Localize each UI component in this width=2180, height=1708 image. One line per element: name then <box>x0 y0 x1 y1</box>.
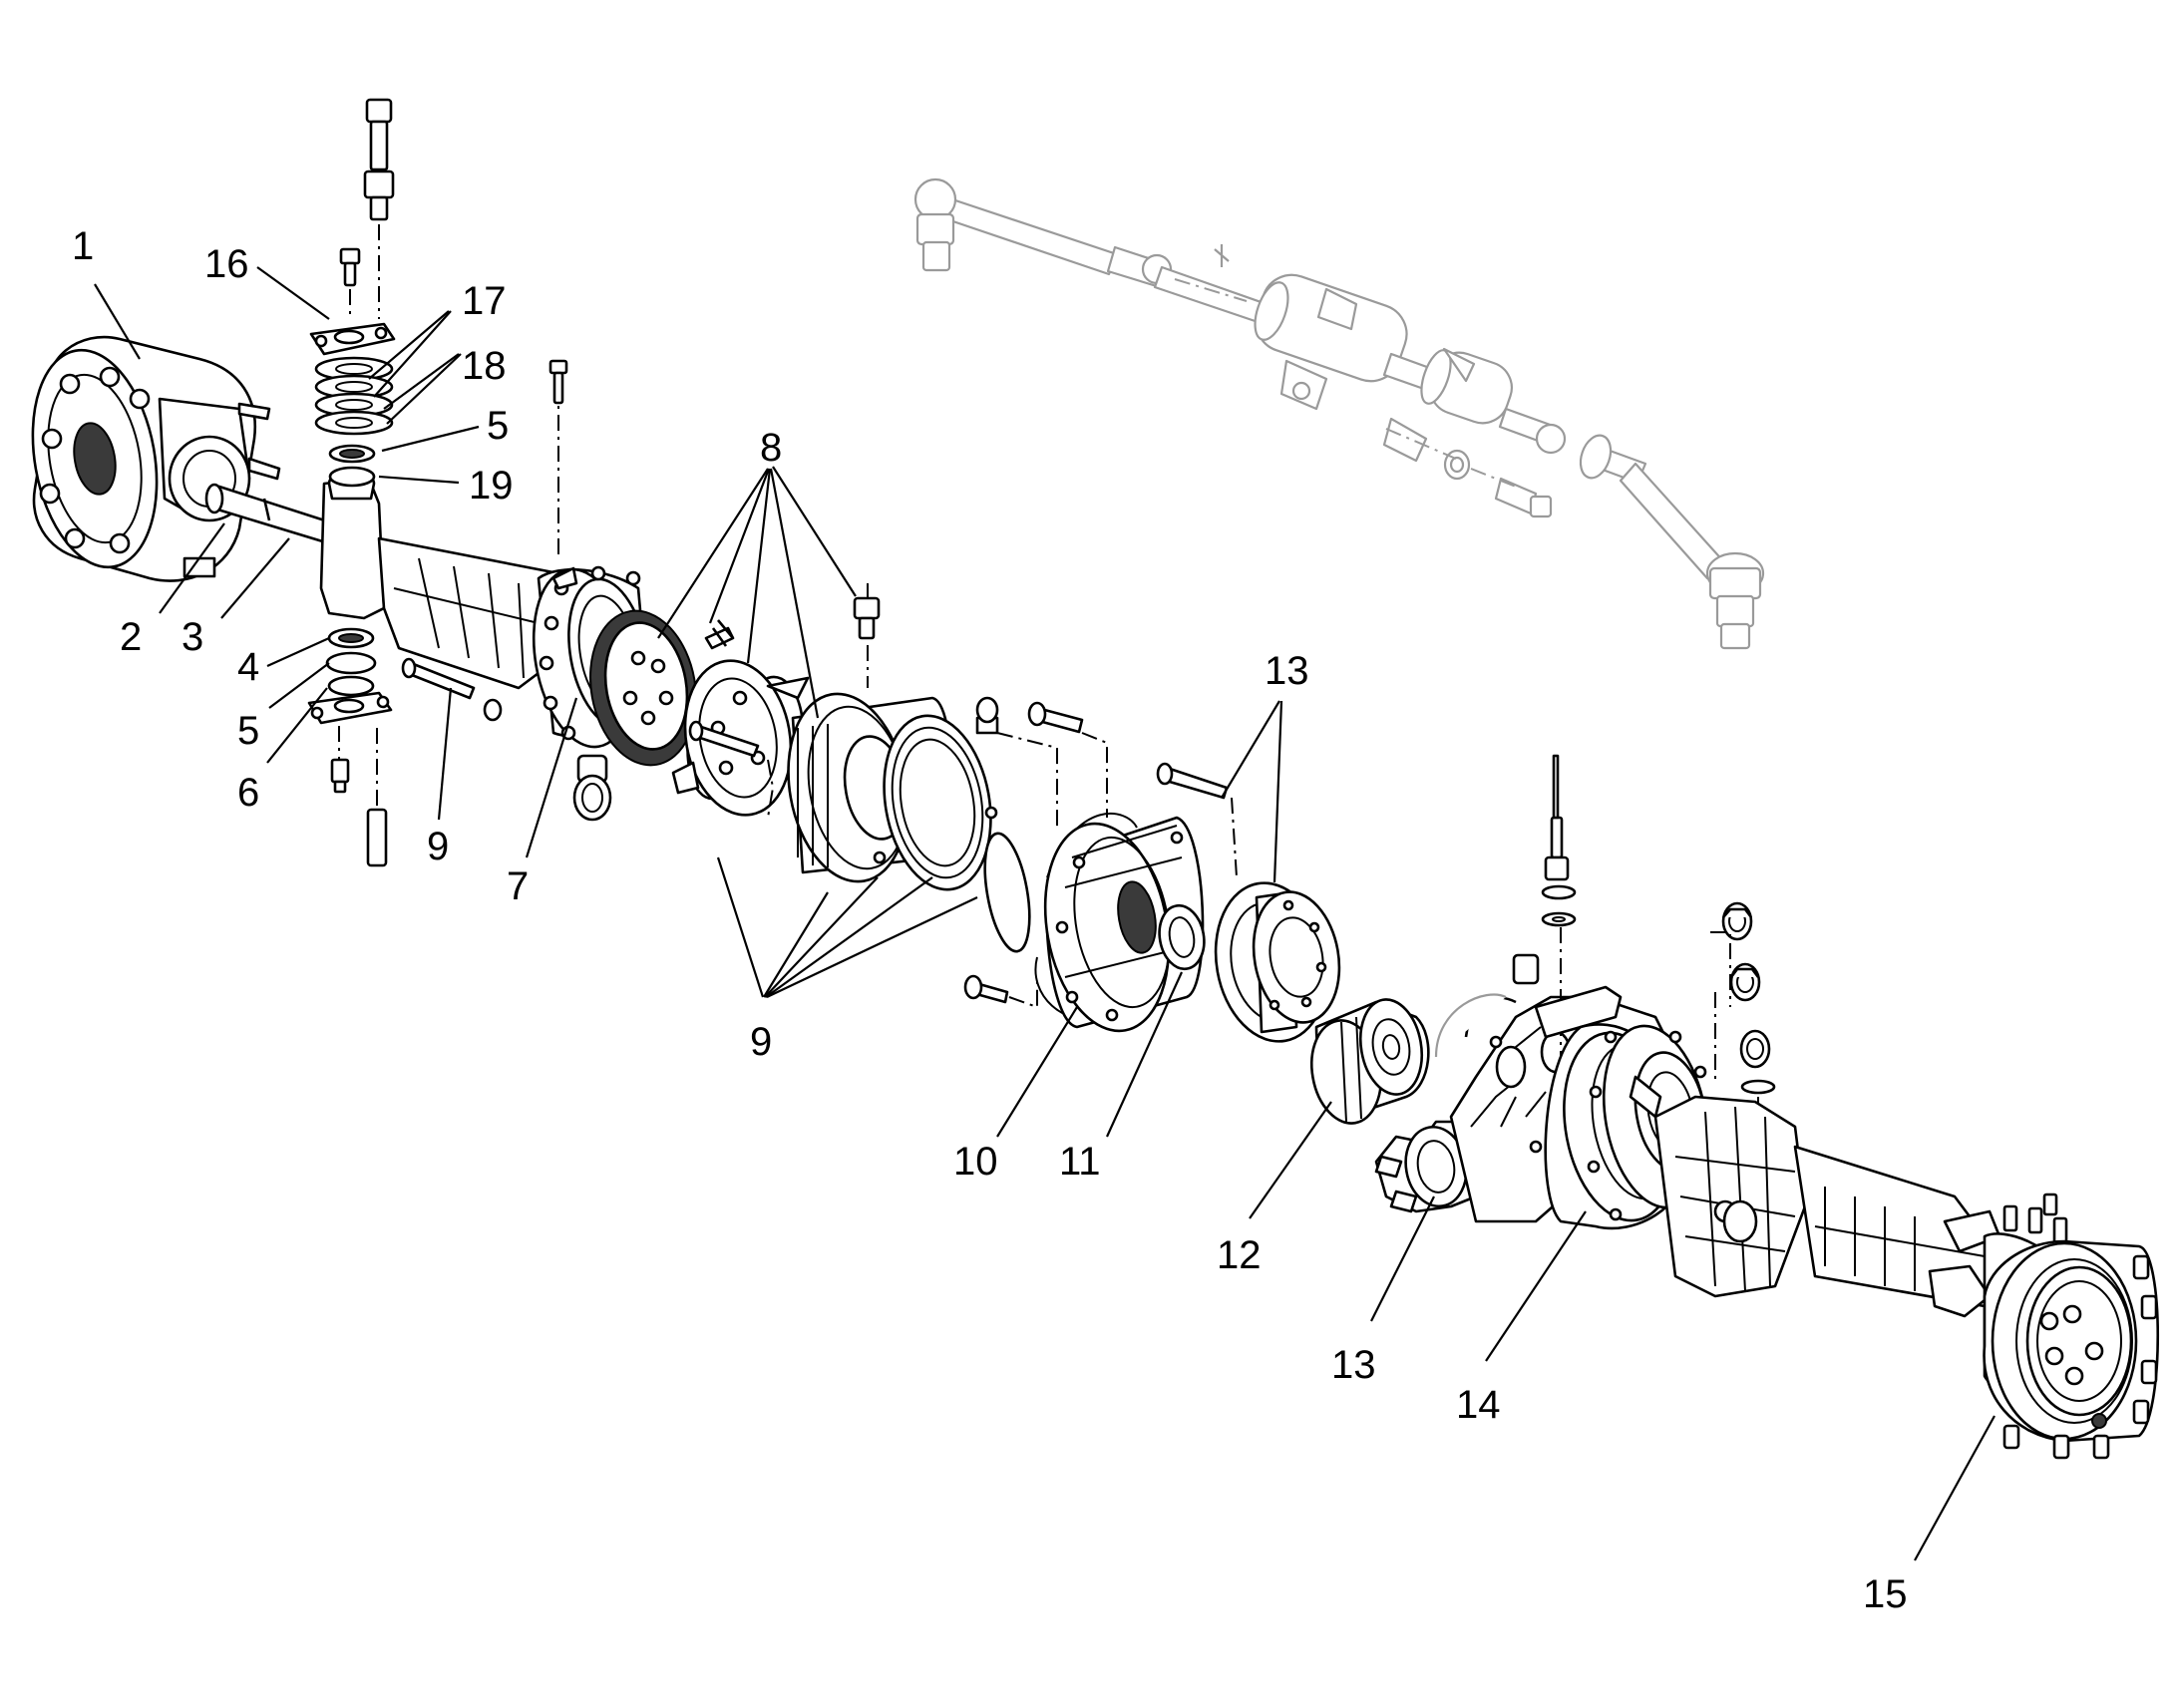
misc-bolts-left <box>401 359 568 722</box>
callout-18: 18 <box>462 344 507 388</box>
drain-plugs-right <box>1710 901 1776 1157</box>
callout-labels: 1 2 3 4 5 5 6 7 8 9 9 10 11 12 13 13 14 … <box>72 224 1908 1616</box>
callout-19: 19 <box>469 464 514 508</box>
callout-2: 2 <box>120 615 142 659</box>
callout-6: 6 <box>237 771 259 815</box>
callout-15: 15 <box>1863 1572 1908 1616</box>
callout-7: 7 <box>507 864 529 908</box>
callout-16: 16 <box>204 242 249 286</box>
callout-14: 14 <box>1456 1383 1501 1427</box>
callout-3: 3 <box>182 615 203 659</box>
centre-housing <box>983 812 1430 1125</box>
callout-11: 11 <box>1059 1140 1101 1184</box>
wheel-hub-left <box>31 335 281 582</box>
axle-housing-right <box>1653 1095 2159 1460</box>
callout-9-left: 9 <box>427 825 449 868</box>
leader-lines <box>94 266 1996 1561</box>
callout-12: 12 <box>1217 1233 1262 1277</box>
misc-bolts-center <box>688 696 1238 1009</box>
callout-13-upper: 13 <box>1265 649 1309 693</box>
callout-5-upper: 5 <box>487 404 509 448</box>
callout-17: 17 <box>462 279 507 323</box>
callout-4: 4 <box>237 645 259 689</box>
callout-13-lower: 13 <box>1331 1343 1376 1387</box>
callout-9-center: 9 <box>750 1020 772 1064</box>
differential-group <box>589 583 998 891</box>
steering-cylinder-assembly <box>913 177 1765 650</box>
kingpin-stack <box>307 98 396 867</box>
callout-8: 8 <box>760 426 782 470</box>
callout-1: 1 <box>72 224 94 268</box>
callout-10: 10 <box>953 1140 998 1184</box>
callout-5-lower: 5 <box>237 709 259 753</box>
